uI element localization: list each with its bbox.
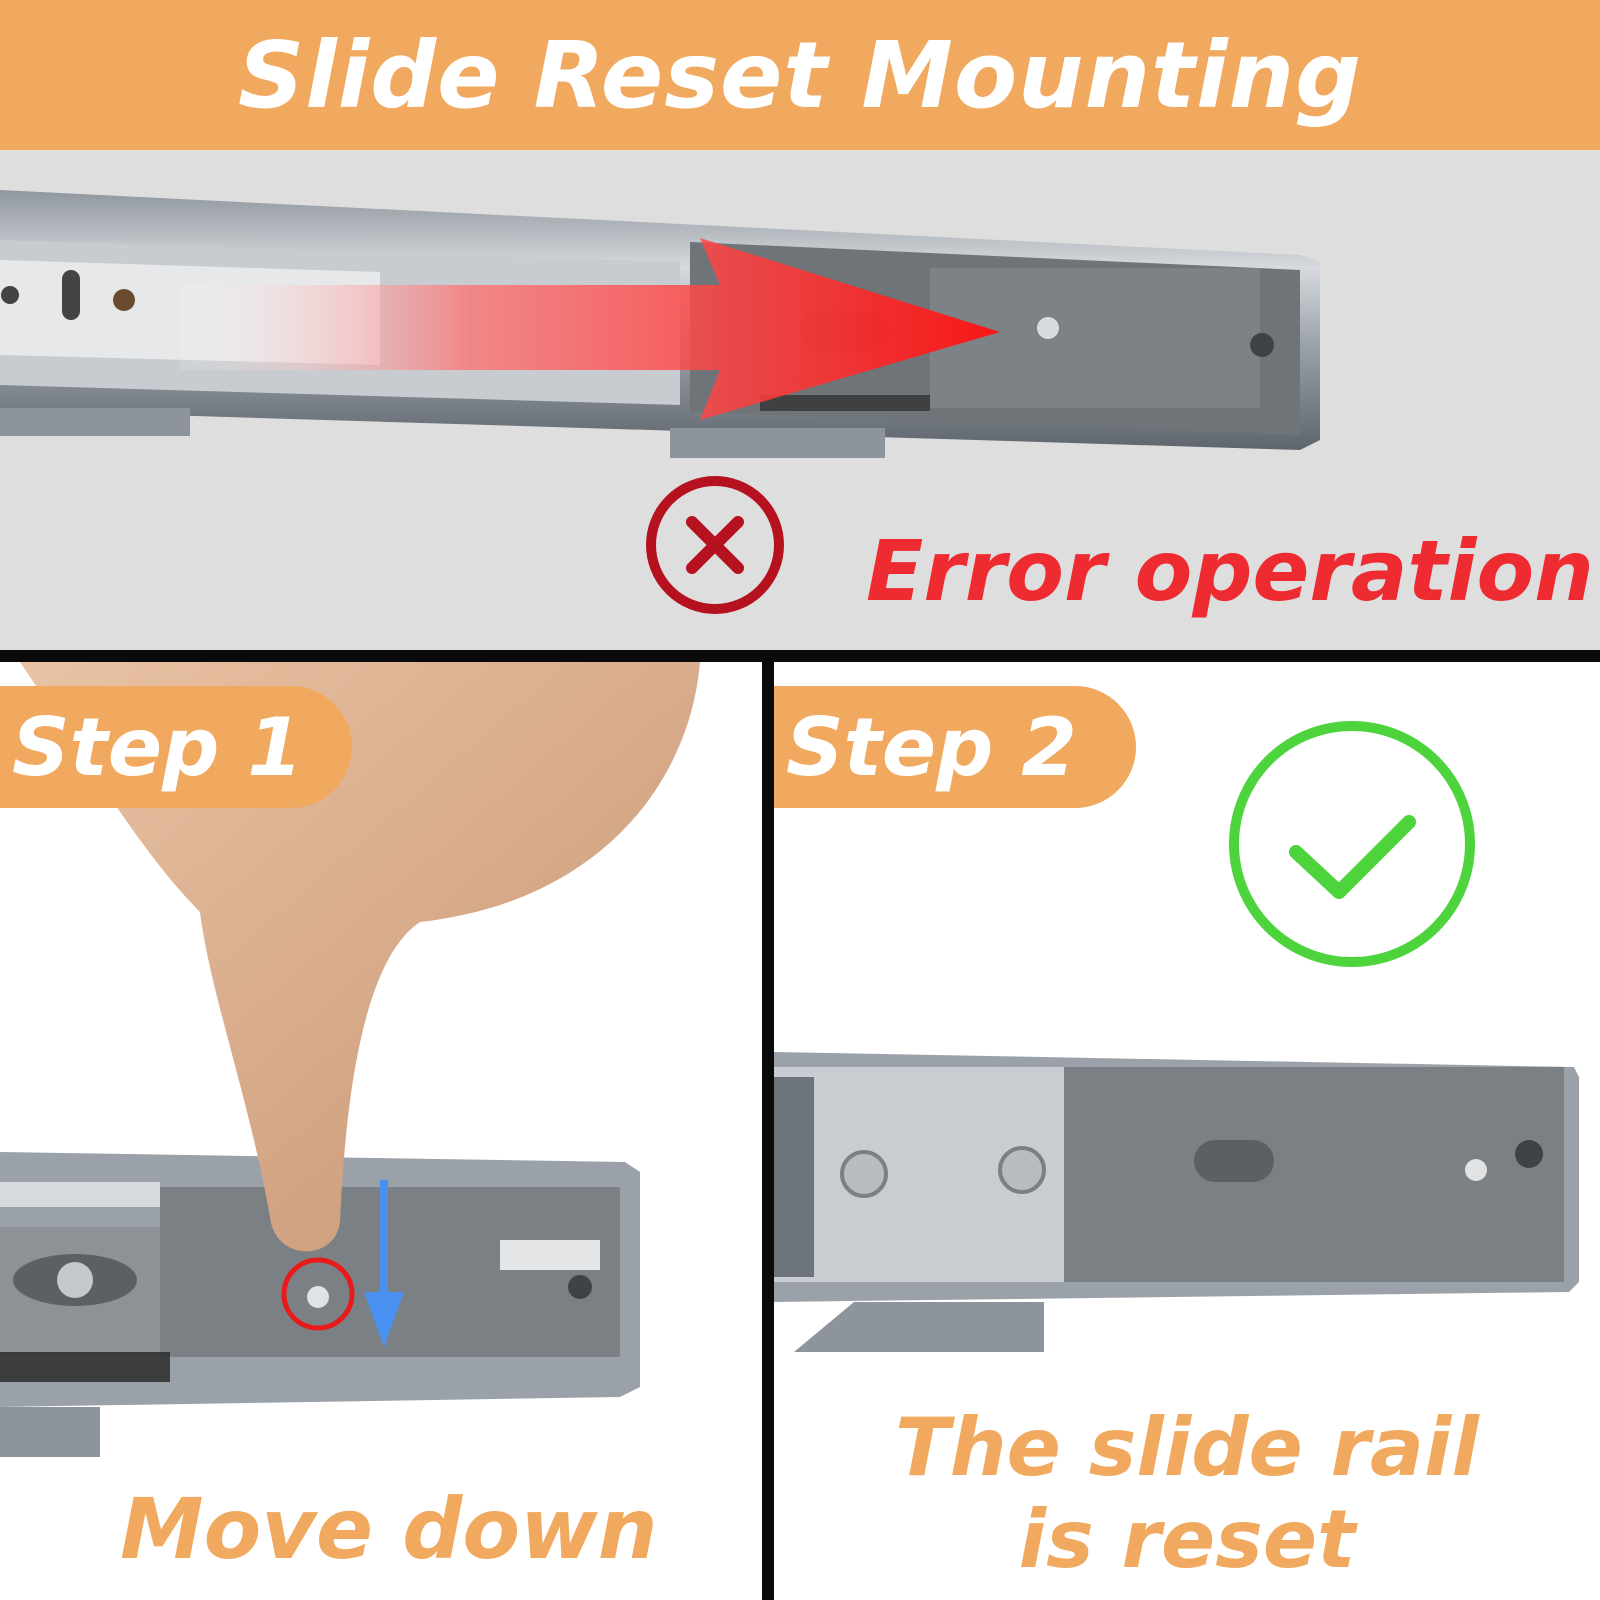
bracket-center: [670, 428, 885, 458]
step1-caption: Move down: [120, 1480, 658, 1578]
step2-reset-mechanism: [1064, 1067, 1564, 1282]
step2-badge: Step 2: [774, 686, 1136, 808]
wrong-direction-arrow: [180, 238, 1000, 420]
step1-photo: [0, 662, 700, 1457]
step2-reset-pin: [1465, 1159, 1487, 1181]
bracket-left: [0, 408, 190, 436]
step2-caption: The slide rail is reset: [774, 1402, 1600, 1586]
step1-label: Step 1: [12, 700, 303, 794]
step2-panel: Step 2 The slide rail is reset: [774, 662, 1600, 1600]
step1-reset-pin: [307, 1286, 329, 1308]
reset-pin: [1037, 317, 1059, 339]
move-down-arrow-icon: [364, 1180, 404, 1347]
step2-label: Step 2: [786, 700, 1077, 794]
header-banner: Slide Reset Mounting: [0, 0, 1600, 150]
step1-reset-mechanism: [160, 1187, 620, 1357]
pin-highlight-circle: [281, 1257, 355, 1331]
vertical-divider: [762, 650, 774, 1600]
step1-spring: [0, 1352, 170, 1382]
pointing-hand: [20, 662, 700, 1252]
step2-caption-line1: The slide rail: [895, 1401, 1479, 1494]
error-operation-panel: [0, 150, 1600, 650]
step2-caption-line2: is reset: [1018, 1493, 1356, 1586]
spring: [760, 395, 930, 411]
step1-panel: Step 1 Move down: [0, 662, 762, 1600]
step1-badge: Step 1: [0, 686, 352, 808]
step2-bracket: [794, 1302, 1044, 1352]
check-circle-icon: [1229, 721, 1475, 967]
cross-circle-icon: [646, 476, 784, 614]
slide-rail-photo-error: [0, 190, 1320, 614]
horizontal-divider: [0, 650, 1600, 662]
error-operation-text: Error operation: [866, 522, 1594, 620]
step2-photo: [774, 721, 1579, 1352]
page-title: Slide Reset Mounting: [237, 21, 1363, 129]
